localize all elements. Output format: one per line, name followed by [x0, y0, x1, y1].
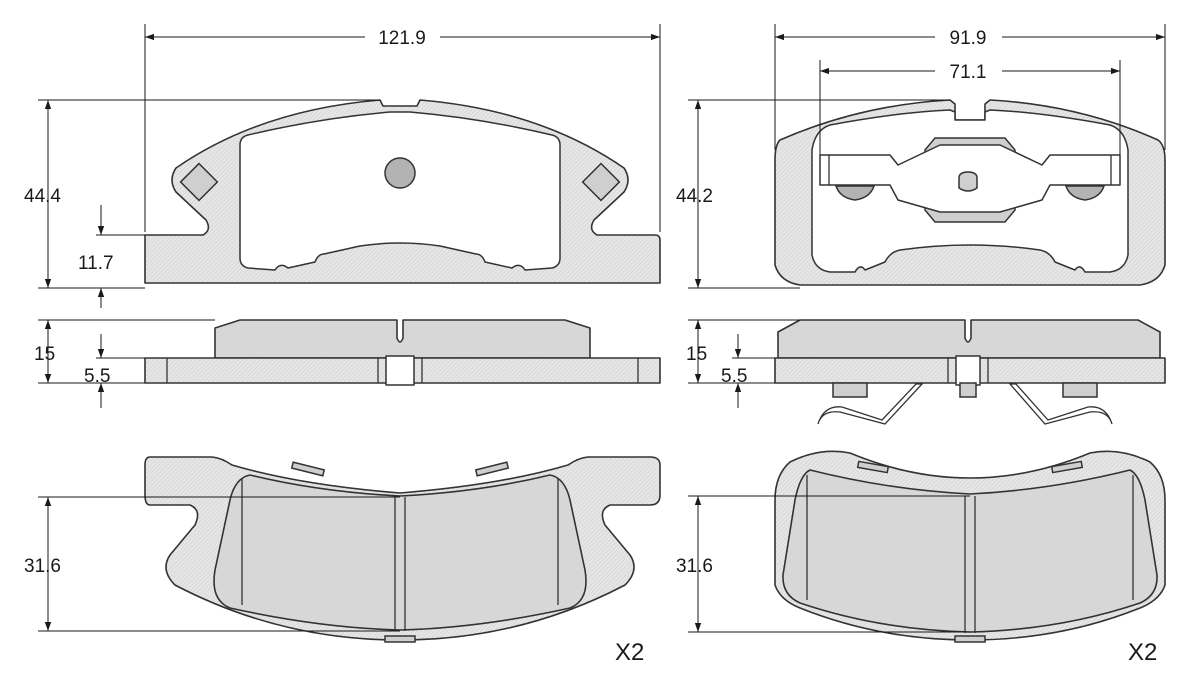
left-pad-inner-window [239, 111, 561, 271]
right-pad-bottom-tab [954, 635, 986, 643]
right-pad-side-foot-right [1062, 382, 1098, 398]
right-pad-friction-view [774, 450, 1166, 643]
right-pad-side-clip [955, 355, 981, 386]
right-pad-quantity-label: X2 [1128, 639, 1157, 666]
right-pad-spring-foot-left [834, 185, 876, 201]
left-pad-friction-height-label: 31.6 [24, 556, 61, 577]
left-pad-ear-label: 11.7 [78, 253, 114, 274]
right-pad-height-label: 44.2 [676, 186, 713, 207]
left-pad-wear-tab-right [474, 461, 510, 477]
right-pad-friction-material [782, 469, 1158, 633]
right-pad-center-pin [958, 171, 978, 192]
left-pad-backing-plate-view [144, 99, 661, 284]
left-pad-bottom-tab [384, 635, 416, 643]
right-pad-spring-width-label: 71.1 [950, 62, 987, 83]
left-pad-quantity-label: X2 [615, 639, 644, 666]
right-pad-wear-tab-right [1050, 460, 1084, 474]
right-pad-friction-height-label: 31.6 [676, 556, 713, 577]
left-pad-friction-view [144, 456, 661, 643]
right-pad-backing-plate-view [774, 99, 1166, 286]
right-pad-spring-foot-right [1064, 185, 1106, 201]
left-pad-side-view [144, 319, 661, 386]
left-pad-right-tab [581, 162, 621, 202]
right-pad-side-friction [777, 319, 1161, 359]
left-pad-height-label: 44.4 [24, 186, 61, 207]
left-pad-center-pin [384, 157, 416, 189]
right-pad-wear-tab-left [856, 460, 890, 474]
left-pad-dimensions: 121.9 44.4 11.7 15 5.5 31.6 X2 [24, 24, 661, 666]
right-pad-side-view [774, 319, 1166, 425]
left-pad-friction-material [213, 474, 587, 631]
right-pad-side-spring [817, 383, 924, 425]
left-pad-left-tab [179, 162, 219, 202]
left-pad-side-clip [385, 355, 415, 386]
right-pad-dimensions: 91.9 71.1 44.2 15 5.5 31.6 X2 [676, 24, 1166, 666]
left-pad-thickness-label: 15 [34, 344, 55, 365]
right-pad-width-label: 91.9 [950, 28, 987, 49]
right-pad-side-foot-left [832, 382, 868, 398]
right-pad-plate-label: 5.5 [721, 366, 747, 387]
right-pad-thickness-label: 15 [686, 344, 707, 365]
right-pad-side-pin [959, 382, 977, 398]
left-pad-side-friction [214, 319, 591, 359]
left-pad-wear-tab-left [290, 461, 326, 477]
left-pad-plate-label: 5.5 [84, 366, 110, 387]
left-pad-width-label: 121.9 [378, 28, 426, 49]
